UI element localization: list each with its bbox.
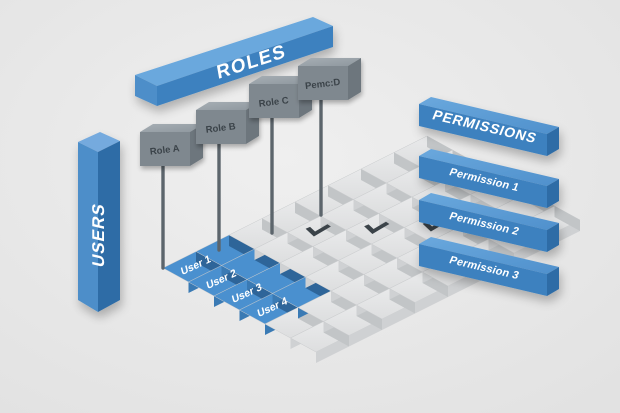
permission-bar-group xyxy=(419,97,559,296)
permission-bar-1[interactable] xyxy=(419,149,559,208)
checkmark-2 xyxy=(364,221,390,234)
checkmark-1 xyxy=(305,224,331,237)
role-box-4[interactable] xyxy=(298,58,361,100)
permission-bar-3[interactable] xyxy=(419,237,559,296)
users-pillar[interactable] xyxy=(78,132,120,312)
permission-bar-2[interactable] xyxy=(419,193,559,252)
role-box-group xyxy=(140,58,361,166)
permissions-header-bar[interactable] xyxy=(419,97,559,156)
role-stem-group xyxy=(161,98,323,270)
roles-header-bar[interactable] xyxy=(135,17,333,106)
role-box-1[interactable] xyxy=(140,124,203,166)
